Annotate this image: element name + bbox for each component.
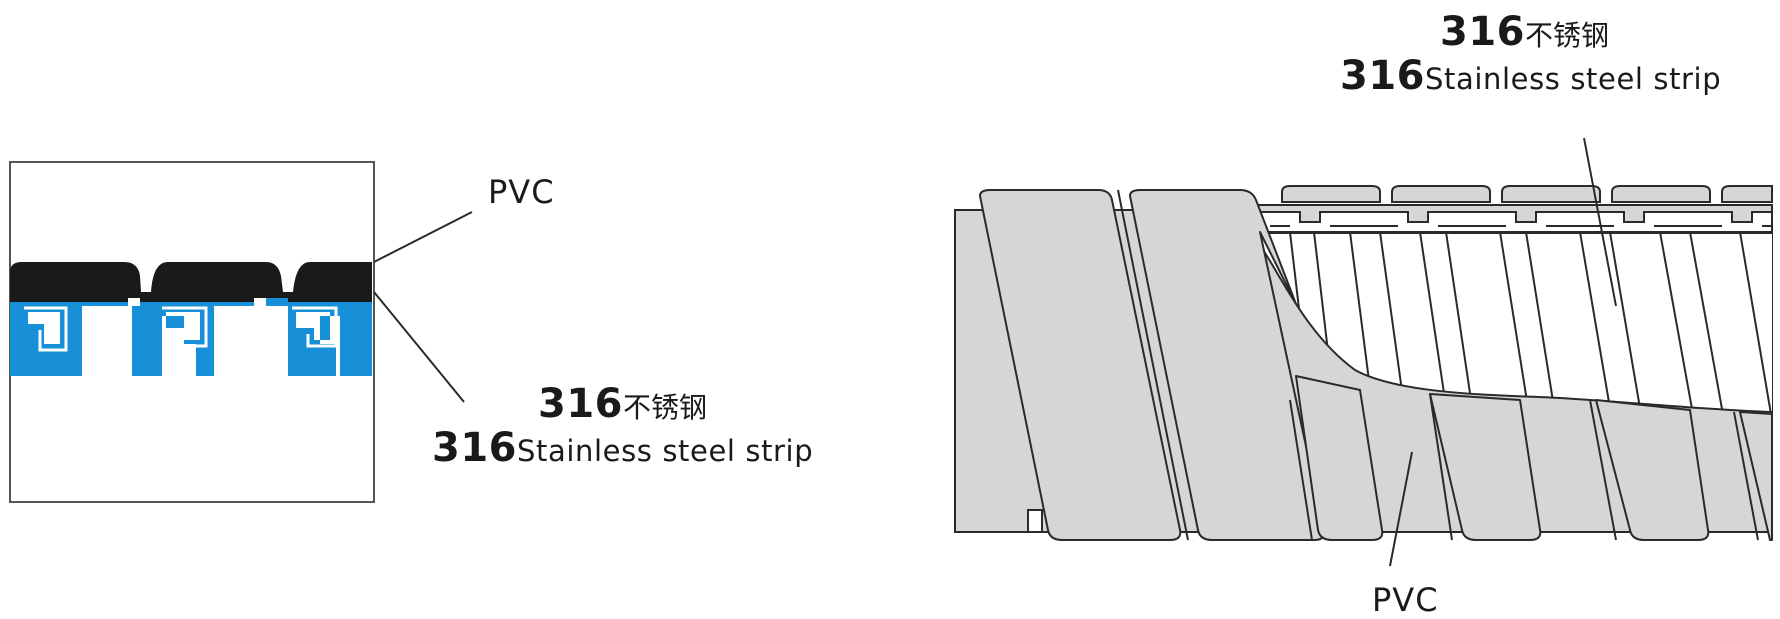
pvc-label-right: PVC bbox=[1372, 581, 1439, 619]
steel-label-left-line1: 316不锈钢 bbox=[538, 384, 707, 424]
steel-label-left-line2: 316Stainless steel strip bbox=[432, 428, 813, 468]
pvc-label-left: PVC bbox=[488, 173, 555, 211]
steel-leader-line-right bbox=[1583, 137, 1617, 307]
pvc-jacket-ribs bbox=[979, 189, 1773, 541]
steel-grade-number: 316 bbox=[432, 425, 517, 471]
hose-cutaway-diagram bbox=[954, 137, 1773, 567]
exposed-steel-strip bbox=[1249, 185, 1773, 234]
steel-cn-text: 不锈钢 bbox=[1525, 19, 1610, 52]
steel-en-text: Stainless steel strip bbox=[517, 434, 814, 468]
steel-label-right-line1: 316不锈钢 bbox=[1440, 12, 1609, 52]
pvc-coating-profile bbox=[10, 262, 372, 302]
pvc-leader-line-right bbox=[1389, 451, 1413, 567]
cross-section-diagram bbox=[9, 161, 473, 503]
steel-en-text: Stainless steel strip bbox=[1425, 62, 1722, 96]
steel-leader-line bbox=[373, 291, 465, 403]
steel-grade-number: 316 bbox=[538, 381, 623, 427]
steel-grade-number: 316 bbox=[1440, 9, 1525, 55]
pvc-leader-line bbox=[373, 211, 473, 263]
steel-label-right-line2: 316Stainless steel strip bbox=[1340, 56, 1721, 96]
steel-cn-text: 不锈钢 bbox=[623, 391, 708, 424]
steel-grade-number: 316 bbox=[1340, 53, 1425, 99]
